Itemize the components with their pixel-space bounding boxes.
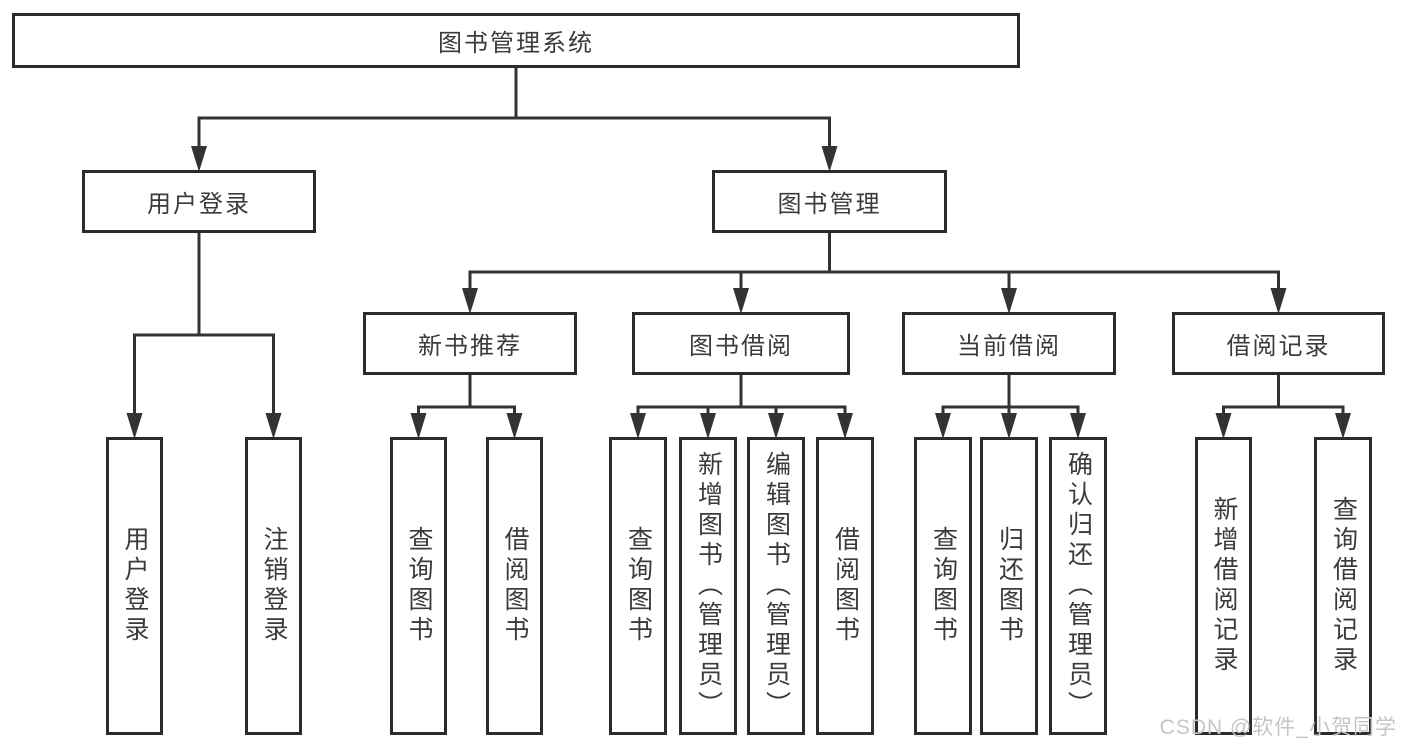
box-borrow-records: 借阅记录: [1172, 312, 1385, 375]
box-leaf-borrow-book-2: 借阅图书: [816, 437, 874, 735]
box-leaf-add-book: 新增图书（管理员）: [679, 437, 737, 735]
box-leaf-query-book-3: 查询图书: [914, 437, 972, 735]
label-user-login: 用户登录: [147, 191, 251, 218]
box-leaf-query-record: 查询借阅记录: [1314, 437, 1372, 735]
label-new-book-rec: 新书推荐: [418, 333, 522, 360]
box-user-login: 用户登录: [82, 170, 316, 233]
box-root: 图书管理系统: [12, 13, 1020, 68]
box-leaf-query-book-1: 查询图书: [390, 437, 447, 735]
label-leaf-borrow-book-2: 借阅图书: [831, 526, 860, 646]
label-leaf-query-book-2: 查询图书: [624, 526, 653, 646]
label-leaf-borrow-book-1: 借阅图书: [501, 526, 529, 646]
box-leaf-return-book: 归还图书: [980, 437, 1038, 735]
label-leaf-add-book: 新增图书（管理员）: [694, 451, 723, 721]
label-leaf-logout: 注销登录: [260, 526, 288, 646]
box-leaf-user-login: 用户登录: [106, 437, 163, 735]
label-leaf-user-login: 用户登录: [121, 526, 149, 646]
box-leaf-query-book-2: 查询图书: [609, 437, 667, 735]
label-leaf-confirm-return: 确认归还（管理员）: [1064, 451, 1093, 721]
label-leaf-return-book: 归还图书: [995, 526, 1024, 646]
box-leaf-edit-book: 编辑图书（管理员）: [747, 437, 805, 735]
label-leaf-query-record: 查询借阅记录: [1329, 496, 1358, 676]
box-new-book-rec: 新书推荐: [363, 312, 577, 375]
label-leaf-query-book-1: 查询图书: [405, 526, 433, 646]
label-leaf-query-book-3: 查询图书: [929, 526, 958, 646]
box-book-mgmt: 图书管理: [712, 170, 947, 233]
box-leaf-add-record: 新增借阅记录: [1195, 437, 1252, 735]
label-leaf-add-record: 新增借阅记录: [1210, 496, 1238, 676]
watermark: CSDN @软件_小贺同学: [1159, 716, 1397, 739]
label-book-mgmt: 图书管理: [777, 191, 882, 218]
label-leaf-edit-book: 编辑图书（管理员）: [762, 451, 791, 721]
box-leaf-logout: 注销登录: [245, 437, 302, 735]
box-current-borrow: 当前借阅: [902, 312, 1116, 375]
label-root: 图书管理系统: [438, 30, 594, 57]
box-leaf-borrow-book-1: 借阅图书: [486, 437, 543, 735]
box-leaf-confirm-return: 确认归还（管理员）: [1049, 437, 1107, 735]
label-borrow-records: 借阅记录: [1226, 333, 1331, 360]
label-current-borrow: 当前借阅: [957, 333, 1061, 360]
box-book-borrow: 图书借阅: [632, 312, 850, 375]
label-book-borrow: 图书借阅: [689, 333, 793, 360]
